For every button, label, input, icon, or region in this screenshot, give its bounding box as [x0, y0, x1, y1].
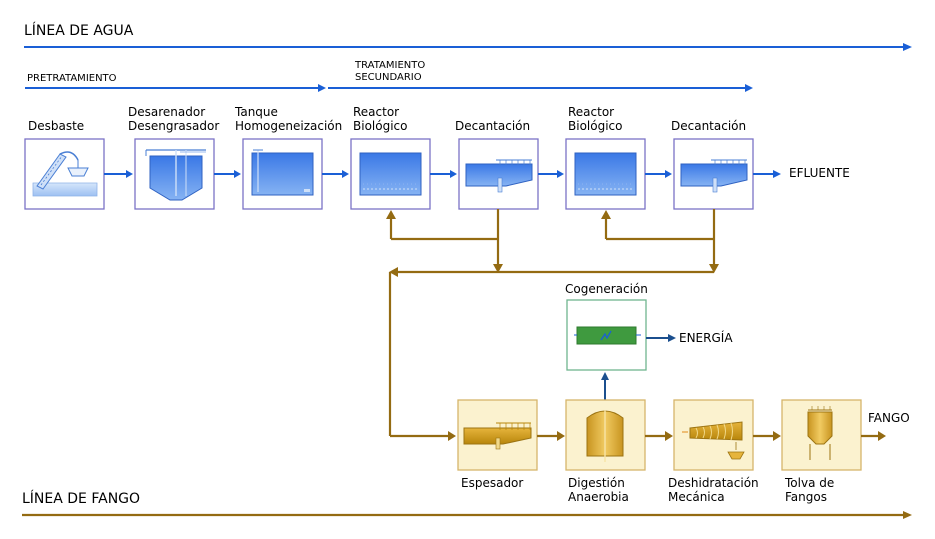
- step-label-tanque-1: Tanque: [234, 105, 278, 119]
- step-box-tolva: [781, 399, 862, 471]
- secondary-treatment-label-line1: TRATAMIENTO: [354, 60, 425, 71]
- step-label-tolva-2: Fangos: [785, 490, 827, 504]
- dewatering-screw-icon: [682, 421, 745, 460]
- clarifier-icon: [680, 159, 748, 193]
- water-line-title: LÍNEA DE AGUA: [24, 22, 134, 39]
- sludge-line-title: LÍNEA DE FANGO: [22, 490, 140, 507]
- cogeneration-box: [566, 299, 647, 371]
- sludge-recirculation-arrowheads: [386, 210, 719, 441]
- sludge-recirculation-lines: [388, 209, 716, 438]
- step-label-desarenador-1: Desarenador: [128, 105, 205, 119]
- cogeneration-engine-icon: [574, 326, 641, 345]
- thickener-icon: [463, 422, 532, 450]
- step-label-desbaste: Desbaste: [28, 119, 84, 133]
- step-box-decantacion-1: [458, 138, 539, 210]
- step-box-deshidratacion: [673, 399, 754, 471]
- step-label-reactor1-1: Reactor: [353, 105, 399, 119]
- step-label-digestion-2: Anaerobia: [568, 490, 629, 504]
- step-label-desarenador-2: Desengrasador: [128, 119, 219, 133]
- step-label-espesador: Espesador: [461, 476, 523, 490]
- step-label-reactor1-2: Biológico: [353, 119, 407, 133]
- step-label-tanque-2: Homogeneización: [235, 119, 342, 133]
- step-label-decantacion1: Decantación: [455, 119, 530, 133]
- step-label-digestion-1: Digestión: [568, 476, 625, 490]
- step-box-espesador: [457, 399, 538, 471]
- clarifier-icon: [465, 159, 533, 193]
- homogenization-tank-icon: [251, 149, 314, 196]
- sludge-flow-arrows: [537, 431, 886, 441]
- anaerobic-digester-icon: [586, 410, 624, 462]
- secondary-treatment-label-line2: SECUNDARIO: [355, 72, 422, 83]
- step-label-decantacion2: Decantación: [671, 119, 746, 133]
- step-label-reactor2-2: Biológico: [568, 119, 622, 133]
- sludge-line-main-arrow: [22, 511, 912, 519]
- step-label-reactor2-1: Reactor: [568, 105, 614, 119]
- step-box-desbaste: [24, 138, 105, 210]
- grit-tank-icon: [145, 149, 206, 201]
- step-box-desarenador: [134, 138, 215, 210]
- biological-reactor-icon: [359, 152, 422, 196]
- sludge-output-label: FANGO: [868, 411, 910, 425]
- step-box-tanque: [242, 138, 323, 210]
- step-label-deshidratacion-1: Deshidratación: [668, 476, 759, 490]
- step-box-decantacion-2: [673, 138, 754, 210]
- effluent-label: EFLUENTE: [789, 166, 850, 180]
- step-box-reactor-2: [565, 138, 646, 210]
- pretreatment-label: PRETRATAMIENTO: [27, 73, 117, 84]
- bar-screen-conveyor-icon: [32, 151, 98, 197]
- pretreatment-arrow: [25, 84, 326, 92]
- water-flow-arrows: [104, 170, 781, 178]
- biological-reactor-icon: [574, 152, 637, 196]
- step-label-deshidratacion-2: Mecánica: [668, 490, 725, 504]
- cogeneration-label: Cogeneración: [565, 282, 648, 296]
- step-label-tolva-1: Tolva de: [784, 476, 834, 490]
- sludge-hopper-icon: [807, 406, 833, 460]
- secondary-treatment-arrow: [328, 84, 753, 92]
- step-box-reactor-1: [350, 138, 431, 210]
- energy-label: ENERGÍA: [679, 330, 733, 345]
- energy-arrow: [646, 334, 676, 342]
- biogas-arrow: [601, 372, 609, 400]
- water-line-main-arrow: [24, 43, 912, 51]
- step-box-digestion: [565, 399, 646, 471]
